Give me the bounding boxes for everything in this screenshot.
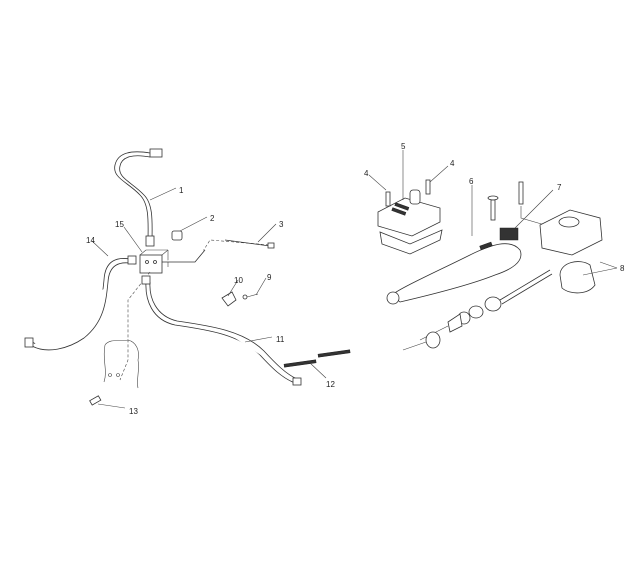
callout-4-right: 4: [450, 159, 455, 168]
screw-9: [242, 277, 267, 300]
hose-1: [114, 148, 177, 247]
callout-7: 7: [557, 183, 562, 192]
piston-spring: [402, 269, 553, 351]
callout-9: 9: [267, 273, 272, 282]
callout-12: 12: [326, 380, 335, 389]
brake-line-3: [199, 223, 277, 257]
cable-ties-12: [283, 349, 351, 379]
callout-8: 8: [620, 264, 625, 273]
bolt-13: [89, 395, 126, 409]
junction-block-15: [119, 226, 206, 381]
callout-10: 10: [234, 276, 243, 285]
push-rod: [518, 181, 546, 226]
frame-bracket: [103, 339, 139, 389]
callout-1: 1: [179, 186, 184, 195]
screw-4-right: [425, 165, 449, 195]
callout-3: 3: [279, 220, 284, 229]
master-cylinder-body: [539, 209, 618, 294]
pin: [487, 195, 499, 221]
reservoir-cover-5: [377, 150, 443, 255]
switch-7: [499, 189, 554, 241]
callout-11: 11: [276, 335, 285, 344]
callout-2: 2: [210, 214, 215, 223]
screw-4-left: [368, 174, 391, 207]
callout-4-left: 4: [364, 169, 369, 178]
callout-6: 6: [469, 177, 474, 186]
hose-14: [24, 240, 137, 351]
callout-14: 14: [86, 236, 95, 245]
callout-15: 15: [115, 220, 124, 229]
fitting-2: [171, 216, 208, 241]
clip-10: [221, 279, 239, 307]
lever-6: [386, 185, 522, 305]
callout-5: 5: [401, 142, 406, 151]
callout-13: 13: [129, 407, 138, 416]
hose-11: [141, 275, 302, 386]
